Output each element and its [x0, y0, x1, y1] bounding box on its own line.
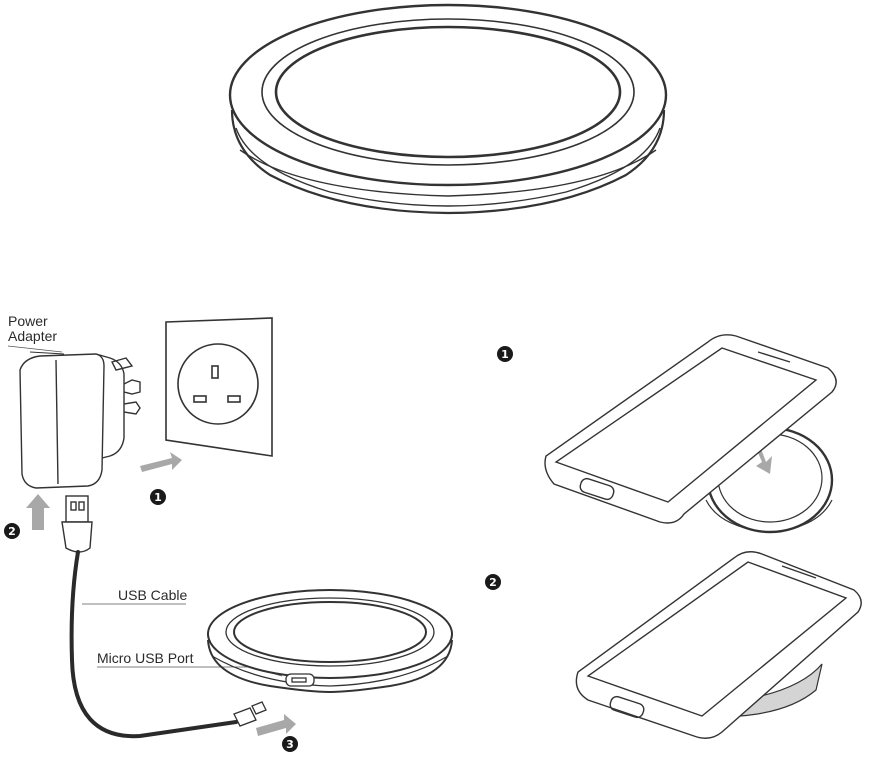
- charging-pad-small-icon: [207, 589, 453, 694]
- charging-pad-large-icon: [228, 3, 668, 215]
- smartphone-usage-2-icon: [575, 551, 862, 739]
- svg-text:2: 2: [489, 576, 497, 589]
- usage-step-2-badge: 2: [485, 574, 501, 590]
- connect-up-arrow-icon: [26, 494, 50, 530]
- place-phone-arrow-icon: [756, 446, 772, 474]
- setup-step-2-badge: 2: [4, 523, 20, 539]
- plug-in-arrow-icon: [140, 452, 182, 472]
- power-adapter-icon: [19, 351, 141, 489]
- smartphone-usage-1-icon: [544, 334, 837, 524]
- power-adapter-leader-line: [7, 345, 63, 353]
- usb-connector-icon: [61, 495, 93, 553]
- wall-socket-icon: [165, 317, 273, 457]
- charging-pad-usage-2-icon: [739, 663, 823, 717]
- usb-cable-label: USB Cable: [118, 587, 187, 603]
- connect-port-arrow-icon: [256, 714, 296, 736]
- setup-step-3-badge: 3: [282, 736, 298, 752]
- svg-text:2: 2: [8, 525, 16, 538]
- usb-cable-wire: [69, 550, 238, 739]
- setup-step-1-badge: 1: [150, 489, 166, 505]
- power-adapter-label-line2: Adapter: [8, 328, 57, 344]
- micro-usb-port-label: Micro USB Port: [97, 650, 194, 666]
- usage-step-1-badge: 1: [497, 346, 513, 362]
- svg-text:1: 1: [501, 348, 509, 361]
- svg-text:1: 1: [154, 491, 162, 504]
- power-adapter-label-line1: Power: [8, 313, 48, 329]
- svg-text:3: 3: [286, 738, 294, 751]
- micro-usb-plug-icon: [233, 701, 267, 727]
